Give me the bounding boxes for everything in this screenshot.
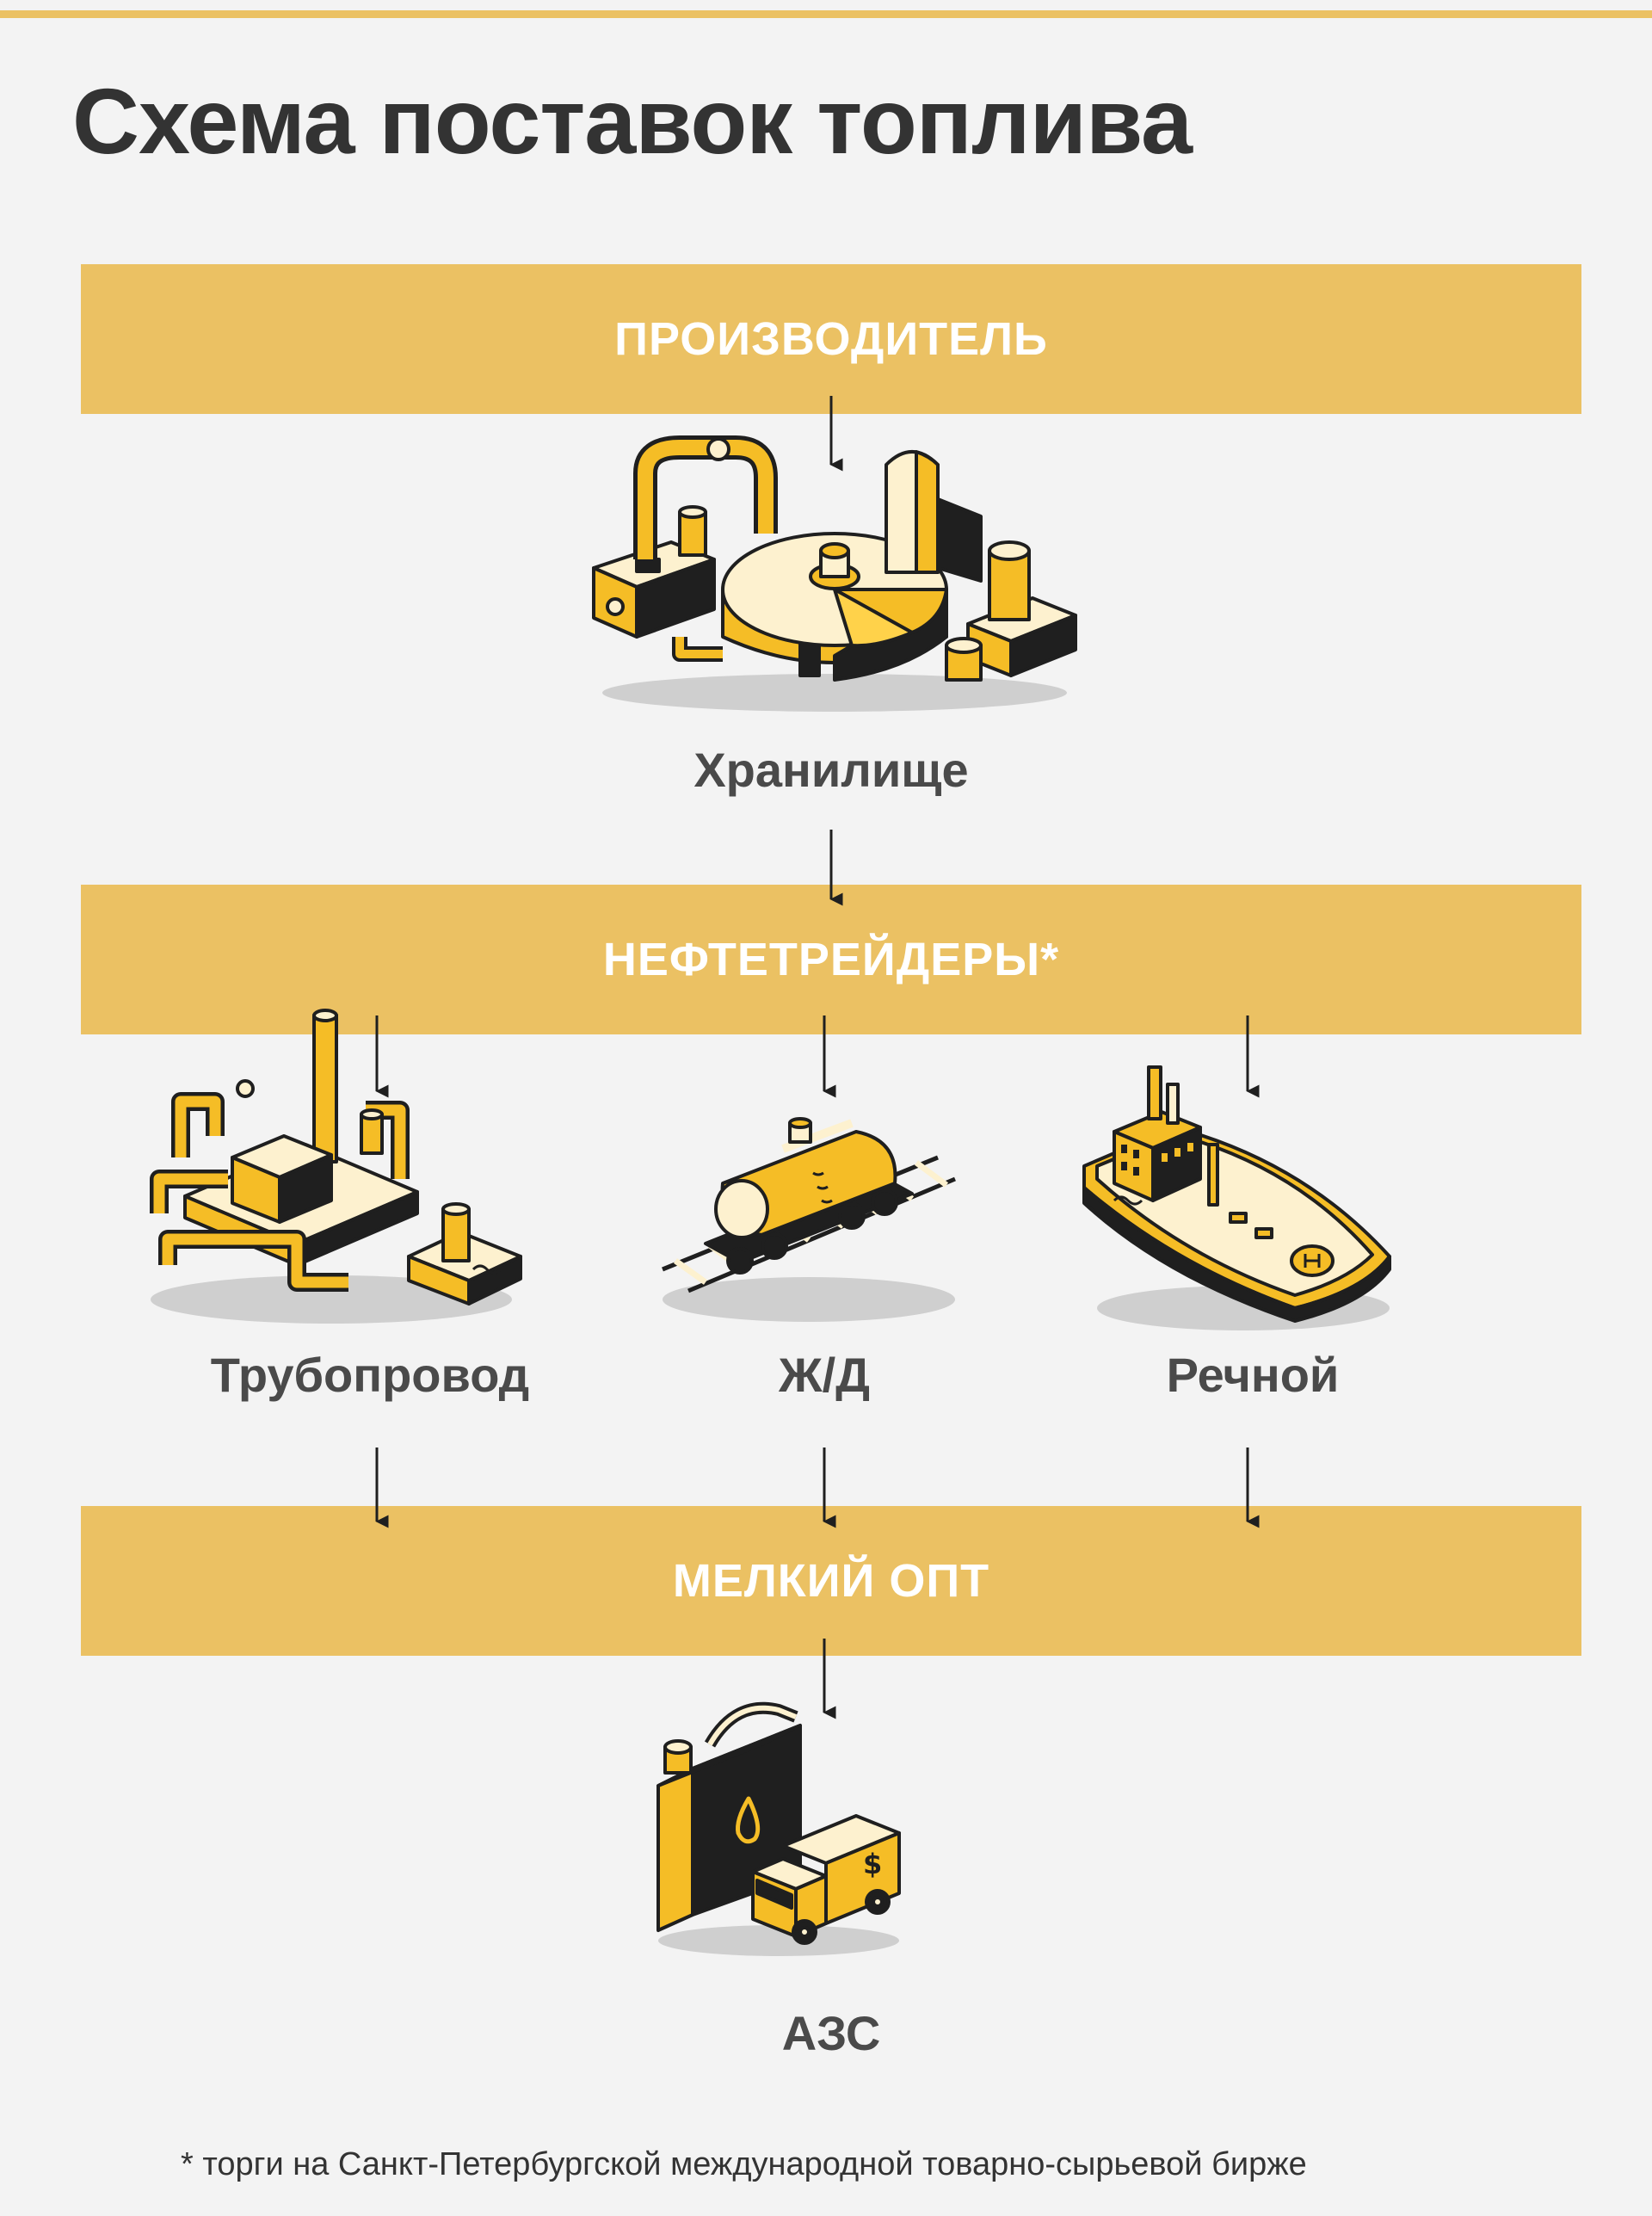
river-tanker-icon: [1082, 1065, 1391, 1330]
page-title: Схема поставок топлива: [72, 69, 1193, 173]
pipeline-label: Трубопровод: [210, 1348, 530, 1402]
river-label: Речной: [1166, 1348, 1340, 1402]
rail-label: Ж/Д: [778, 1348, 871, 1402]
band-wholesale: МЕЛКИЙ ОПТ: [81, 1506, 1581, 1656]
band-wholesale-label: МЕЛКИЙ ОПТ: [672, 1555, 990, 1607]
pipeline-plant-icon: [150, 1009, 522, 1324]
fuel-canister-truck-icon: $: [656, 1701, 901, 1956]
footnote: * торги на Санкт-Петербургской междунаро…: [181, 2146, 1307, 2182]
top-accent-rule: [0, 10, 1652, 18]
band-traders-label: НЕФТЕТРЕЙДЕРЫ*: [602, 934, 1060, 985]
rail-tank-car-icon: [662, 1117, 956, 1322]
band-producer-label: ПРОИЗВОДИТЕЛЬ: [614, 313, 1048, 365]
band-producer: ПРОИЗВОДИТЕЛЬ: [81, 264, 1581, 414]
storage-plant-icon: [592, 435, 1077, 712]
storage-label: Хранилище: [693, 743, 969, 797]
svg-text:$: $: [863, 1848, 882, 1880]
station-label: АЗС: [781, 2006, 881, 2060]
